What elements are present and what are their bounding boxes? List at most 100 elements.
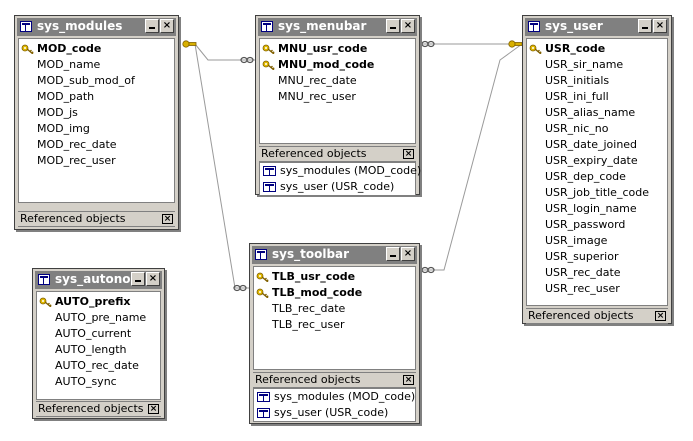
field-row[interactable]: MNU_rec_user [260, 89, 415, 105]
referenced-objects-close-button[interactable]: × [403, 149, 414, 159]
close-button[interactable]: × [653, 19, 667, 33]
referenced-objects-header: Referenced objects × [18, 211, 175, 227]
primary-key-field-row[interactable]: MNU_mod_code [260, 57, 415, 73]
field-row[interactable]: MOD_rec_date [19, 137, 174, 153]
field-row[interactable]: TLB_rec_date [254, 301, 415, 317]
field-row[interactable]: USR_alias_name [527, 105, 667, 121]
field-row[interactable]: USR_job_title_code [527, 185, 667, 201]
referenced-objects-close-button[interactable]: × [403, 375, 414, 385]
referenced-objects-label: Referenced objects [20, 212, 126, 225]
field-name: USR_sir_name [545, 58, 624, 71]
field-row[interactable]: AUTO_length [37, 342, 160, 358]
title-bar[interactable]: sys_menubar × [258, 18, 417, 36]
title-bar[interactable]: sys_toolbar × [252, 246, 417, 264]
minimize-button[interactable] [386, 247, 400, 261]
field-row[interactable]: USR_login_name [527, 201, 667, 217]
field-row[interactable]: USR_rec_user [527, 281, 667, 297]
field-row[interactable]: USR_sir_name [527, 57, 667, 73]
close-button[interactable]: × [401, 19, 415, 33]
field-row[interactable]: MOD_name [19, 57, 174, 73]
close-button[interactable]: × [146, 272, 160, 286]
primary-key-field-row[interactable]: MNU_usr_code [260, 41, 415, 57]
field-name: USR_image [545, 234, 608, 247]
key-icon [39, 297, 52, 307]
minimize-button[interactable] [145, 19, 159, 33]
field-row[interactable]: USR_nic_no [527, 121, 667, 137]
field-row[interactable]: MOD_path [19, 89, 174, 105]
primary-key-field-row[interactable]: AUTO_prefix [37, 294, 160, 310]
table-title: sys_user [545, 19, 603, 33]
field-row[interactable]: USR_rec_date [527, 265, 667, 281]
referenced-objects-panel: Referenced objects × [36, 401, 161, 417]
field-row[interactable]: AUTO_sync [37, 374, 160, 390]
minimize-button[interactable] [638, 19, 652, 33]
primary-key-field-row[interactable]: MOD_code [19, 41, 174, 57]
field-row[interactable]: MNU_rec_date [260, 73, 415, 89]
referenced-object-name: sys_modules (MOD_code) [274, 390, 416, 403]
primary-key-field-row[interactable]: USR_code [527, 41, 667, 57]
field-row[interactable]: USR_superior [527, 249, 667, 265]
field-row[interactable]: MOD_rec_user [19, 153, 174, 169]
referenced-object-item[interactable]: sys_user (USR_code) [254, 405, 415, 421]
title-bar[interactable]: sys_user × [525, 18, 669, 36]
field-row[interactable]: USR_image [527, 233, 667, 249]
field-name: USR_rec_user [545, 282, 620, 295]
infinity-endpoint-icon [421, 266, 435, 274]
table-icon [255, 249, 267, 260]
relationship-modules-menubar [194, 43, 255, 61]
field-name: TLB_usr_code [272, 270, 356, 283]
field-row[interactable]: USR_initials [527, 73, 667, 89]
field-row[interactable]: MOD_sub_mod_of [19, 73, 174, 89]
field-row[interactable]: AUTO_current [37, 326, 160, 342]
field-name: MOD_sub_mod_of [37, 74, 135, 87]
key-endpoint-icon [182, 40, 197, 48]
minimize-button[interactable] [386, 19, 400, 33]
field-row[interactable]: AUTO_rec_date [37, 358, 160, 374]
field-name: MOD_img [37, 122, 90, 135]
field-name: AUTO_prefix [55, 295, 131, 308]
field-row[interactable]: TLB_rec_user [254, 317, 415, 333]
referenced-objects-close-button[interactable]: × [655, 311, 666, 321]
field-name: USR_password [545, 218, 626, 231]
field-name: AUTO_pre_name [55, 311, 147, 324]
field-name: MNU_rec_date [278, 74, 357, 87]
field-name: AUTO_length [55, 343, 127, 356]
close-button[interactable]: × [160, 19, 174, 33]
field-row[interactable]: MOD_js [19, 105, 174, 121]
referenced-object-item[interactable]: sys_user (USR_code) [260, 179, 415, 195]
primary-key-field-row[interactable]: TLB_mod_code [254, 285, 415, 301]
referenced-object-item[interactable]: sys_modules (MOD_code) [254, 389, 415, 405]
close-button[interactable]: × [401, 247, 415, 261]
reference-table-icon [263, 182, 276, 192]
field-row[interactable]: USR_password [527, 217, 667, 233]
referenced-objects-panel: Referenced objects × [526, 308, 668, 324]
field-row[interactable]: USR_expiry_date [527, 153, 667, 169]
field-name: TLB_mod_code [272, 286, 363, 299]
primary-key-field-row[interactable]: TLB_usr_code [254, 269, 415, 285]
referenced-objects-list: sys_modules (MOD_code) sys_user (USR_code… [253, 388, 416, 422]
referenced-objects-close-button[interactable]: × [162, 214, 173, 224]
referenced-objects-close-button[interactable]: × [148, 404, 159, 414]
field-row[interactable]: MOD_img [19, 121, 174, 137]
key-icon [529, 44, 542, 54]
field-row[interactable]: USR_ini_full [527, 89, 667, 105]
field-row[interactable]: USR_date_joined [527, 137, 667, 153]
title-bar[interactable]: sys_autono × [35, 271, 162, 289]
minimize-button[interactable] [131, 272, 145, 286]
field-name: USR_ini_full [545, 90, 609, 103]
referenced-objects-label: Referenced objects [38, 402, 144, 415]
field-row[interactable]: USR_dep_code [527, 169, 667, 185]
title-bar[interactable]: sys_modules × [17, 18, 176, 36]
referenced-object-item[interactable]: sys_modules (MOD_code) [260, 163, 421, 179]
field-row[interactable]: AUTO_pre_name [37, 310, 160, 326]
